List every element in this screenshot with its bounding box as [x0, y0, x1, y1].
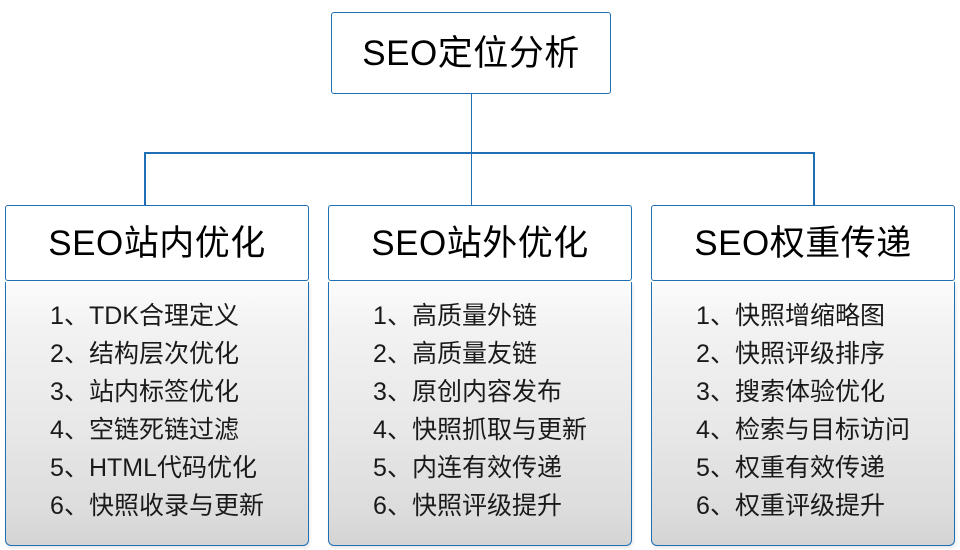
branch-column-2: SEO站外优化 1、高质量外链 2、高质量友链 3、原创内容发布 4、快照抓取与…	[328, 205, 632, 546]
list-item: 6、快照评级提升	[373, 492, 562, 520]
connector-horizontal-bus	[144, 152, 814, 154]
list-item: 6、快照收录与更新	[50, 492, 264, 520]
list-item: 4、空链死链过滤	[50, 416, 239, 444]
root-node-label: SEO定位分析	[362, 33, 580, 73]
list-item: 1、高质量外链	[373, 302, 537, 330]
connector-drop-branch-1	[144, 152, 146, 206]
list-item: 3、搜索体验优化	[696, 378, 885, 406]
list-item: 3、原创内容发布	[373, 378, 562, 406]
branch-column-1: SEO站内优化 1、TDK合理定义 2、结构层次优化 3、站内标签优化 4、空链…	[5, 205, 309, 546]
list-item: 4、快照抓取与更新	[373, 416, 587, 444]
list-item: 5、HTML代码优化	[50, 454, 258, 482]
list-item: 5、内连有效传递	[373, 454, 562, 482]
branch-header-1: SEO站内优化	[5, 205, 309, 281]
connector-drop-branch-2	[470, 152, 473, 206]
branch-body-2: 1、高质量外链 2、高质量友链 3、原创内容发布 4、快照抓取与更新 5、内连有…	[328, 282, 632, 546]
branch-column-3: SEO权重传递 1、快照增缩略图 2、快照评级排序 3、搜索体验优化 4、检索与…	[651, 205, 955, 546]
list-item: 6、权重评级提升	[696, 492, 885, 520]
list-item: 2、高质量友链	[373, 340, 537, 368]
branch-header-label-3: SEO权重传递	[694, 223, 912, 263]
connector-root-drop	[470, 94, 473, 153]
branch-header-3: SEO权重传递	[651, 205, 955, 281]
list-item: 3、站内标签优化	[50, 378, 239, 406]
list-item: 4、检索与目标访问	[696, 416, 910, 444]
branch-body-1: 1、TDK合理定义 2、结构层次优化 3、站内标签优化 4、空链死链过滤 5、H…	[5, 282, 309, 546]
connector-drop-branch-3	[813, 152, 815, 206]
list-item: 1、快照增缩略图	[696, 302, 885, 330]
branch-header-2: SEO站外优化	[328, 205, 632, 281]
branch-header-label-2: SEO站外优化	[371, 223, 589, 263]
list-item: 2、结构层次优化	[50, 340, 239, 368]
list-item: 2、快照评级排序	[696, 340, 885, 368]
root-node: SEO定位分析	[331, 12, 611, 94]
branch-columns: SEO站内优化 1、TDK合理定义 2、结构层次优化 3、站内标签优化 4、空链…	[0, 205, 960, 546]
list-item: 5、权重有效传递	[696, 454, 885, 482]
branch-body-3: 1、快照增缩略图 2、快照评级排序 3、搜索体验优化 4、检索与目标访问 5、权…	[651, 282, 955, 546]
branch-header-label-1: SEO站内优化	[48, 223, 266, 263]
list-item: 1、TDK合理定义	[50, 302, 239, 330]
